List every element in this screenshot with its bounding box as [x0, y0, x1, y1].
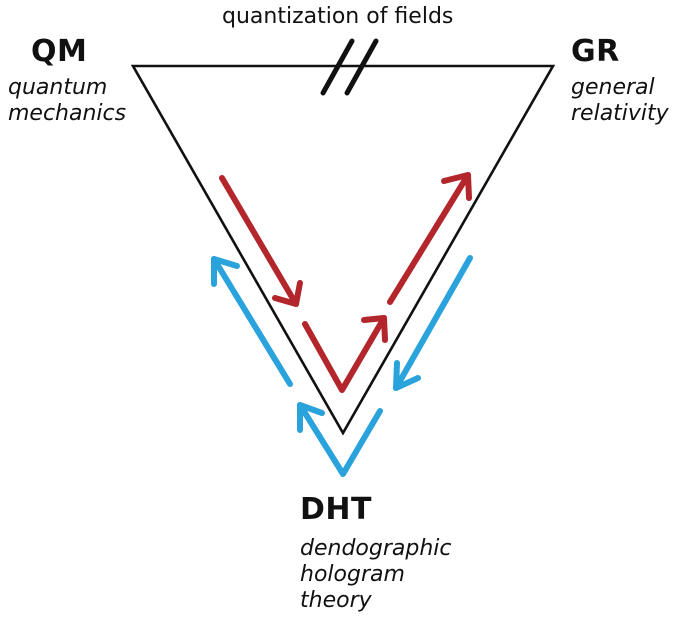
- gr-abbreviation: GR: [571, 34, 620, 69]
- qm-name-line1: quantum: [8, 75, 108, 100]
- dht-name-line2: hologram: [300, 562, 405, 587]
- blue-arrow-up-left: [211, 256, 293, 387]
- dht-abbreviation: DHT: [300, 492, 372, 527]
- blue-arrow-v: [297, 402, 383, 477]
- double-slash-break: [320, 38, 379, 96]
- red-arrow-down-left: [219, 175, 303, 307]
- gr-name-line1: general: [571, 75, 655, 100]
- caption-quantization-of-fields: quantization of fields: [222, 4, 454, 29]
- qm-name-line2: mechanics: [8, 101, 127, 126]
- dht-name-line3: theory: [300, 588, 372, 613]
- blue-arrow-down-left: [393, 255, 473, 391]
- triangle-outline: [130, 64, 556, 436]
- dht-name-line1: dendographic: [300, 536, 452, 561]
- red-arrow-up-right: [387, 172, 472, 305]
- qm-abbreviation: QM: [31, 34, 88, 69]
- red-arrow-v: [302, 315, 388, 393]
- gr-name-line2: relativity: [571, 101, 669, 126]
